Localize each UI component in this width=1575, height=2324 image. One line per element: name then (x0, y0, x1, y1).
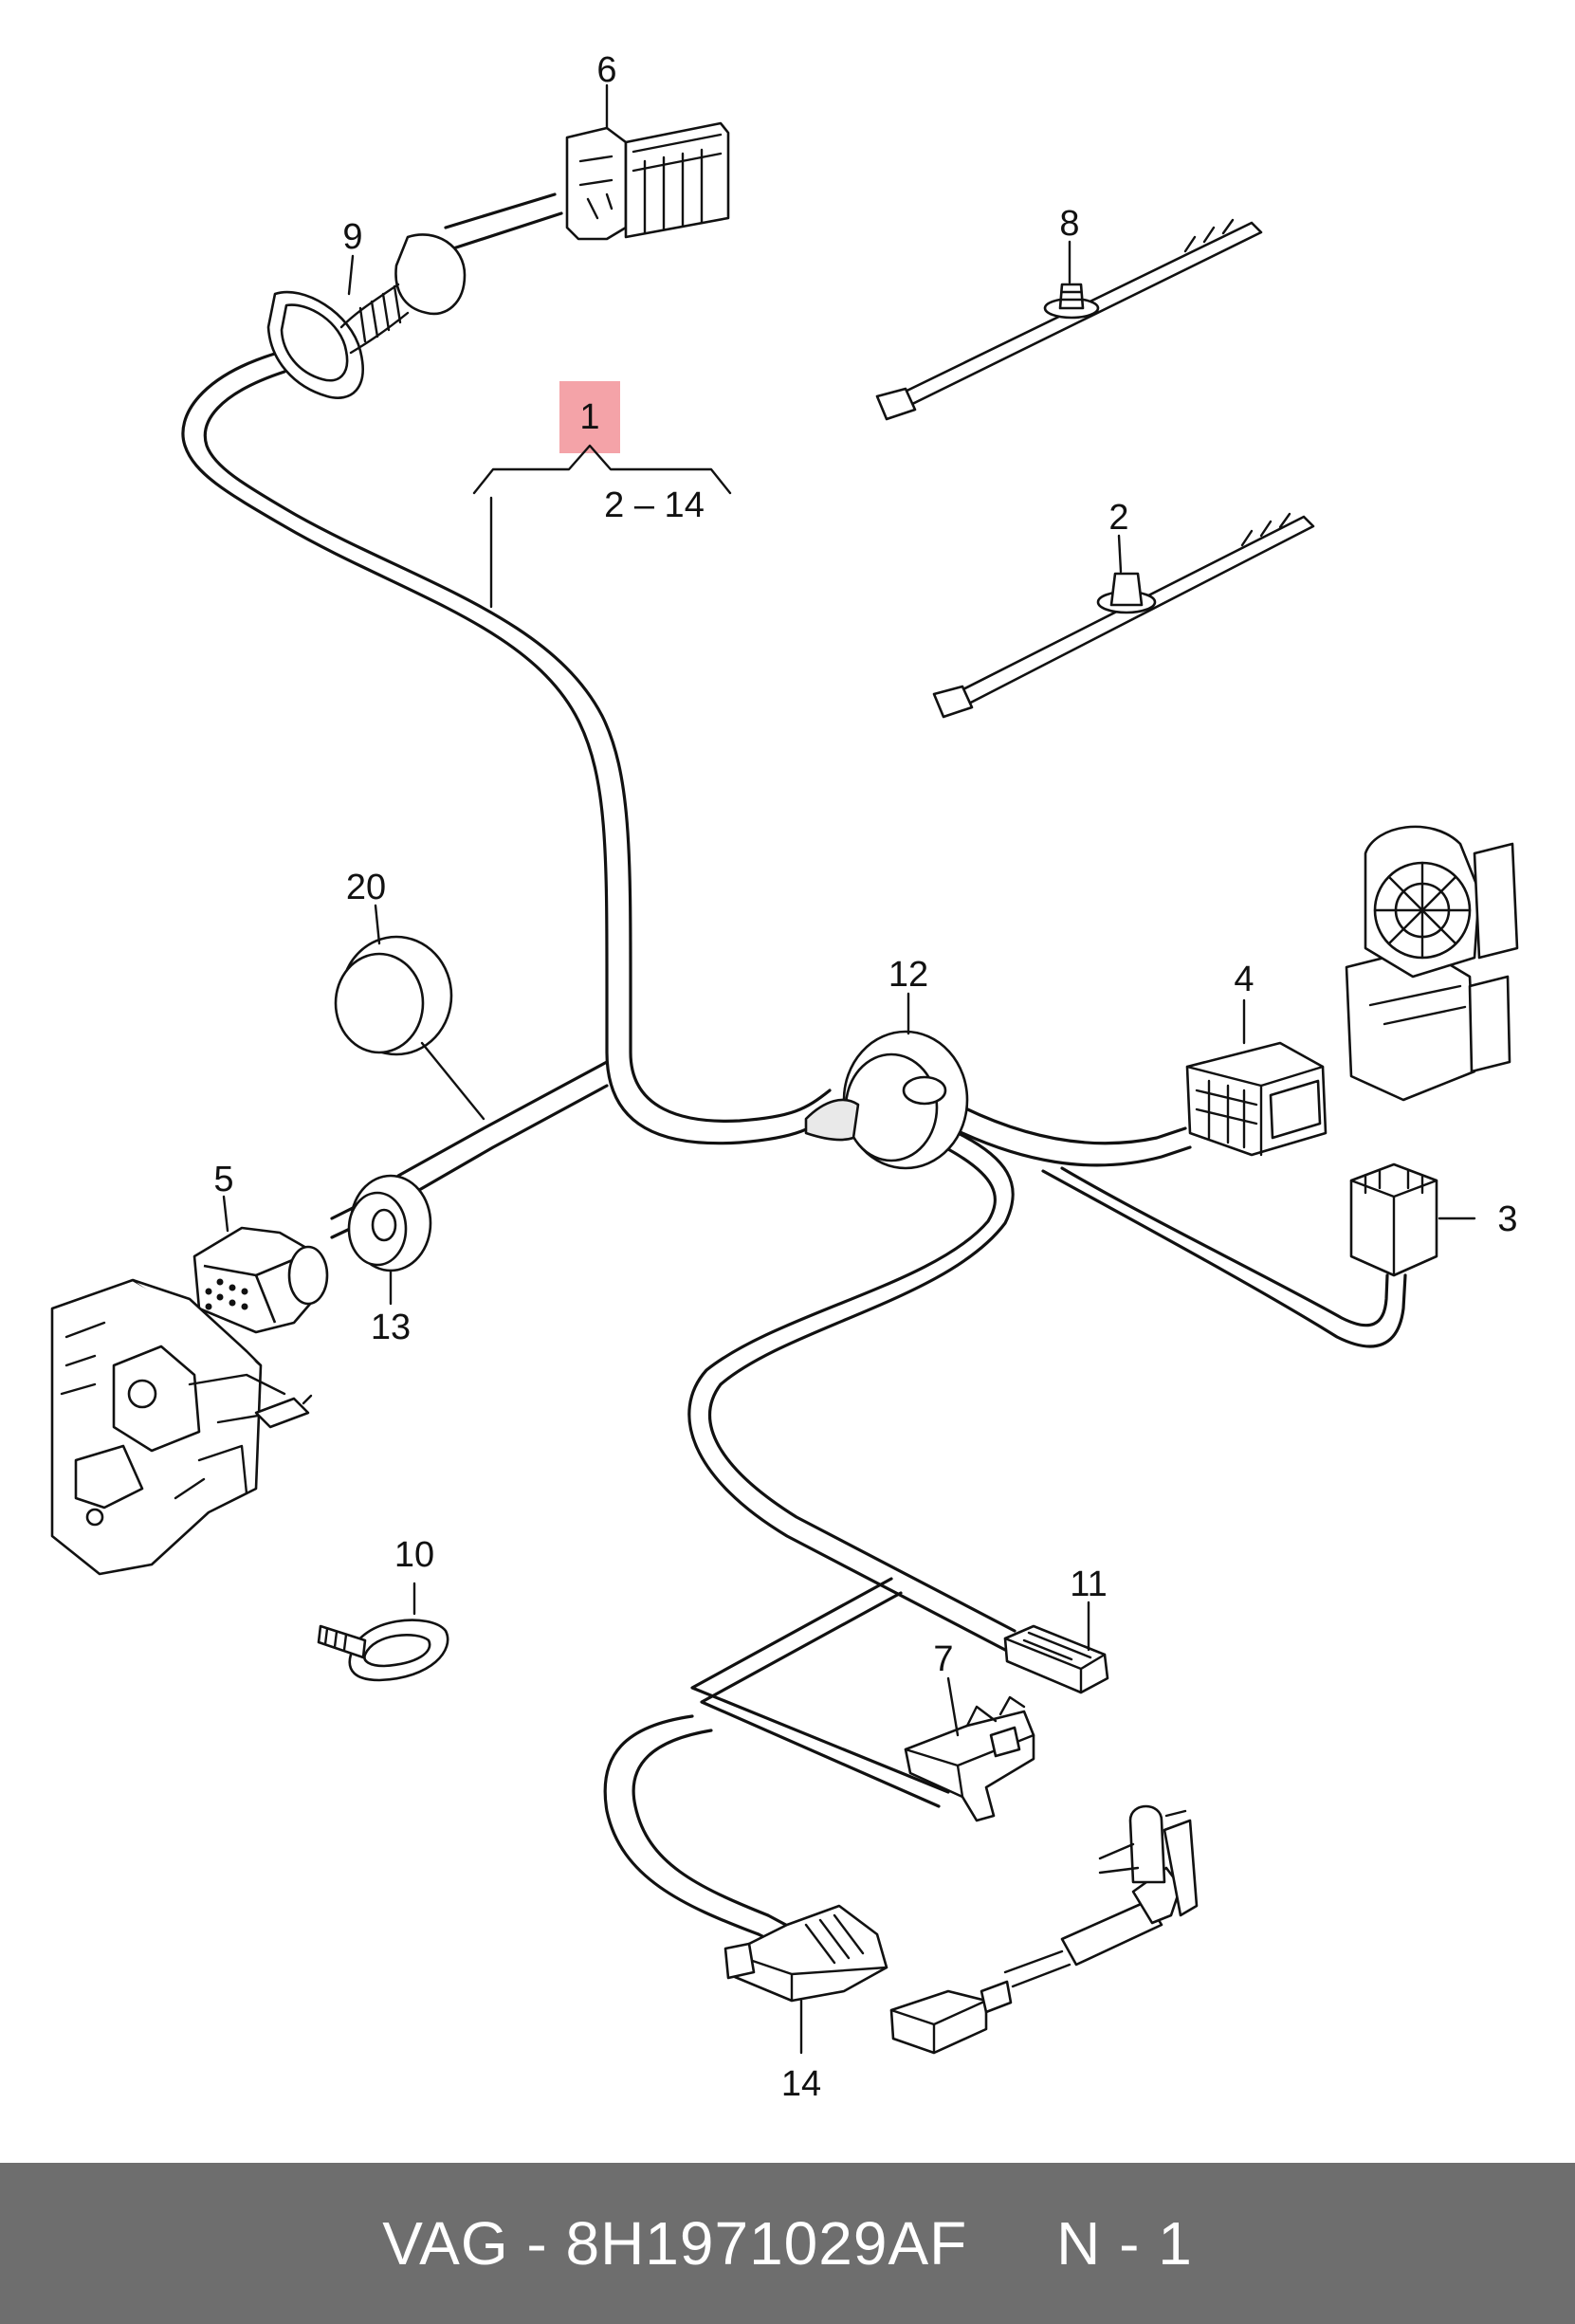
connector-11: 11 (1003, 1565, 1109, 1694)
part-3-label: 3 (1497, 1199, 1517, 1239)
grommet-13: 13 (347, 1174, 432, 1347)
part-20-label: 20 (346, 868, 386, 907)
part-9-label: 9 (342, 217, 362, 257)
part-1-highlight (559, 381, 620, 453)
connector-7: 7 (904, 1639, 1035, 1822)
part-number-text: VAG - 8H1971029AF N - 1 (382, 2209, 1193, 2278)
range-label: 2 – 14 (604, 485, 705, 525)
part-14-label: 14 (781, 2064, 821, 2104)
part-6-label: 6 (596, 50, 616, 90)
part-1-label: 1 (579, 397, 599, 437)
sensor-and-plug (889, 1804, 1199, 2055)
wiring-harness-diagram: 1 2 – 14 6 9 8 (50, 50, 1519, 2104)
part-12-label: 12 (888, 955, 928, 995)
part-4-label: 4 (1234, 960, 1254, 999)
connector-5: 5 (192, 1160, 329, 1334)
cable-tie-2: 2 (932, 498, 1315, 719)
connector-3: 3 (1349, 1162, 1518, 1277)
cable-tie-8: 8 (875, 204, 1263, 421)
part-10-label: 10 (394, 1535, 434, 1575)
grommet-9: 9 (266, 217, 467, 399)
part-number-footer: VAG - 8H1971029AF N - 1 (0, 2163, 1575, 2324)
harness-wires (181, 192, 1407, 1950)
connector-6: 6 (565, 50, 730, 241)
part-13-label: 13 (371, 1308, 411, 1347)
part-7-label: 7 (933, 1639, 953, 1679)
grommet-12: 12 (804, 955, 969, 1170)
cable-strap-10: 10 (317, 1535, 449, 1682)
part-11-label: 11 (1070, 1565, 1107, 1604)
connector-14: 14 (723, 1904, 888, 2104)
grommet-20: 20 (334, 868, 485, 1121)
connector-4: 4 (1185, 960, 1328, 1157)
part-8-label: 8 (1059, 204, 1079, 244)
part-1-callout: 1 2 – 14 (472, 381, 732, 609)
window-motor (1345, 825, 1519, 1102)
door-lock (50, 1278, 313, 1576)
part-2-label: 2 (1108, 498, 1128, 538)
part-5-label: 5 (213, 1160, 233, 1199)
